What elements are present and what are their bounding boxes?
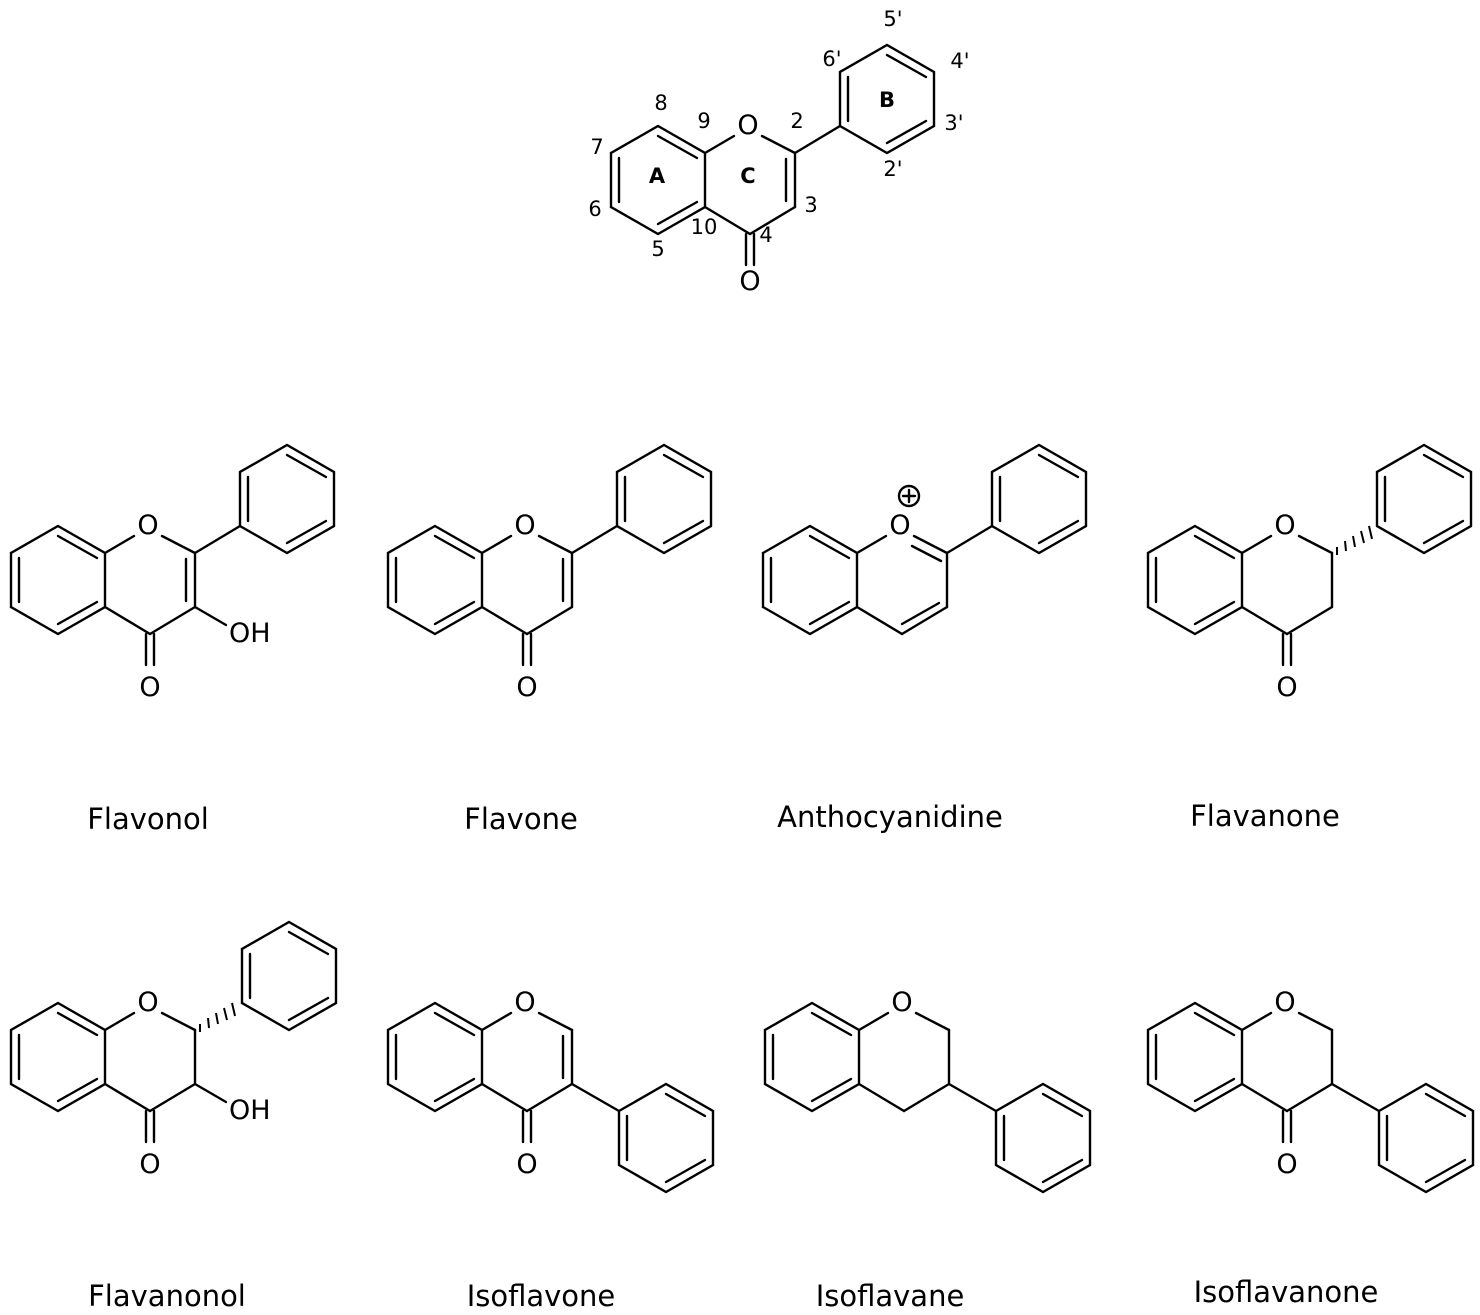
label-flavonol: Flavonol [87,802,209,836]
core-structure: O O A C B 8 9 2 7 6 10 5 4 3 6' 5' 4' 3'… [588,7,969,297]
structure-flavanone: O O [1146,443,1473,703]
core-ring-oxygen: O [737,110,758,141]
position-5-prime: 5' [883,7,902,31]
structure-flavone: O O [386,443,713,703]
position-9: 9 [697,109,710,133]
label-flavanone: Flavanone [1190,799,1340,833]
flavone-carbonyl-oxygen: O [516,672,537,703]
flavanone-hashed-wedge [1336,525,1373,555]
label-flavone: Flavone [464,802,578,836]
flavanonol-ring-oxygen: O [137,987,158,1018]
ring-b [793,43,936,155]
label-isoflavane: Isoflavane [816,1279,965,1313]
label-isoflavanone: Isoflavanone [1194,1275,1379,1309]
position-8: 8 [654,91,667,115]
structure-isoflavane: O [763,987,1092,1194]
position-3: 3 [804,193,817,217]
ring-label-b: B [879,88,895,112]
position-2: 2 [790,109,803,133]
position-5: 5 [651,237,664,261]
position-4: 4 [759,223,772,247]
position-6-prime: 6' [822,47,841,71]
core-carbonyl-oxygen: O [739,266,760,297]
flavonol-ring-oxygen: O [137,510,158,541]
isoflavone-ring-oxygen: O [514,987,535,1018]
structure-flavanonol: O OH O [9,920,338,1180]
anthocyanidine-ring-oxygen: O [889,510,910,541]
label-isoflavone: Isoflavone [467,1279,616,1313]
position-2-prime: 2' [883,157,902,181]
isoflavanone-ring-oxygen: O [1274,987,1295,1018]
flavanone-ring-oxygen: O [1274,510,1295,541]
position-7: 7 [590,135,603,159]
isoflavone-carbonyl-oxygen: O [516,1149,537,1180]
label-anthocyanidine: Anthocyanidine [777,800,1003,834]
flavanonol-hydroxyl: OH [229,1095,271,1126]
label-flavanonol: Flavanonol [88,1279,246,1313]
flavonol-hydroxyl: OH [229,618,271,649]
flavanone-carbonyl-oxygen: O [1276,672,1297,703]
structure-isoflavone: O O [386,987,715,1194]
ring-c [703,134,797,267]
structure-flavonol: O OH O [9,443,336,703]
isoflavane-ring-oxygen: O [891,987,912,1018]
isoflavanone-carbonyl-oxygen: O [1276,1149,1297,1180]
position-6: 6 [588,197,601,221]
position-4-prime: 4' [950,49,969,73]
ring-label-a: A [649,164,666,188]
flavanonol-hashed-wedge [199,1002,236,1032]
ring-label-c: C [740,164,755,188]
flavone-ring-oxygen: O [514,510,535,541]
structure-isoflavanone: O O [1146,987,1475,1194]
position-10: 10 [691,215,718,239]
structure-anthocyanidine: O ⊕ [761,443,1088,636]
position-3-prime: 3' [944,111,963,135]
flavanonol-carbonyl-oxygen: O [139,1149,160,1180]
flavonol-carbonyl-oxygen: O [139,672,160,703]
